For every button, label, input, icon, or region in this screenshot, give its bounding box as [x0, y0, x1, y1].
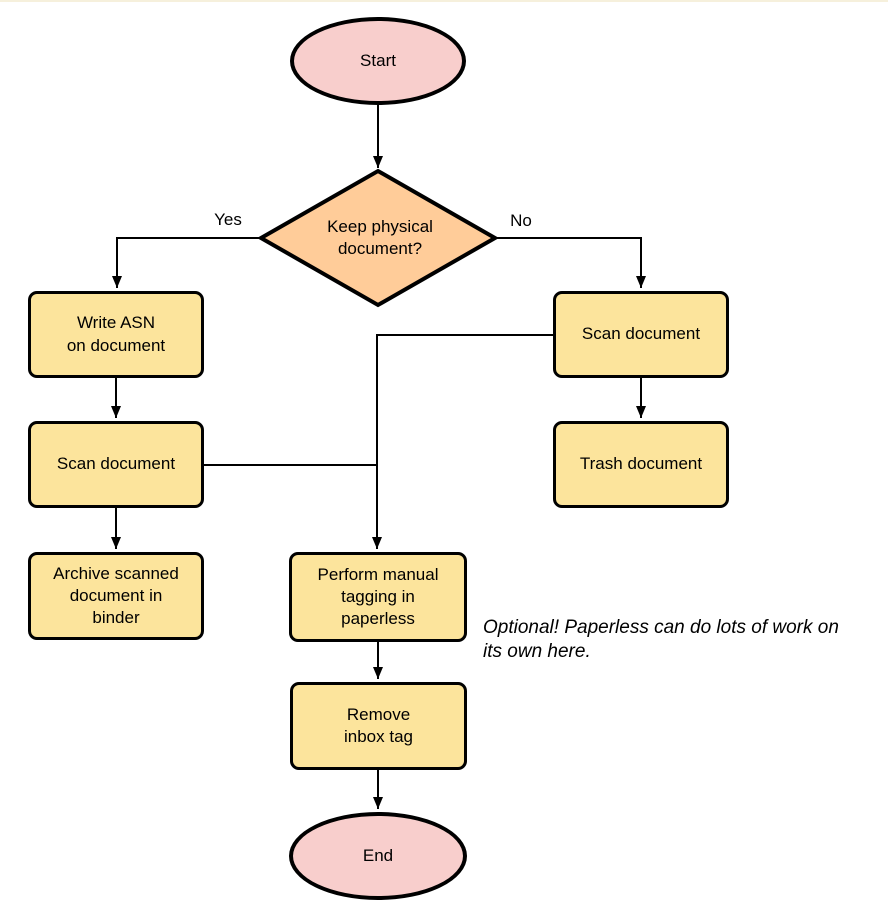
optional-note: Optional! Paperless can do lots of work … — [483, 616, 839, 663]
node-decision-label: Keep physical document? — [327, 216, 433, 258]
edge-decision-no-to-scan-right — [495, 237, 646, 288]
node-manual-tagging: Perform manual tagging in paperless — [289, 552, 467, 642]
node-start-label: Start — [360, 50, 396, 70]
node-scan-document-right: Scan document — [553, 291, 729, 378]
node-end: End — [289, 812, 467, 900]
node-trash-document-label: Trash document — [579, 454, 703, 474]
node-write-asn: Write ASN on document — [28, 291, 204, 378]
edge-label-yes: Yes — [214, 210, 242, 229]
node-scan-document-left-label: Scan document — [56, 454, 176, 474]
node-scan-document-left: Scan document — [28, 421, 204, 508]
node-write-asn-label: Write ASN on document — [66, 313, 166, 355]
node-start: Start — [290, 17, 466, 105]
node-end-label: End — [362, 845, 394, 865]
node-remove-inbox-tag-label: Remove inbox tag — [344, 704, 413, 746]
node-archive-binder-label: Archive scanned document in binder — [53, 563, 179, 628]
node-scan-document-right-label: Scan document — [581, 324, 701, 344]
edge-decision-yes-to-write-asn — [112, 237, 261, 288]
node-remove-inbox-tag: Remove inbox tag — [290, 682, 467, 770]
edge-label-no: No — [510, 211, 532, 230]
page-bottom-edge-line — [0, 0, 888, 2]
node-trash-document: Trash document — [553, 421, 729, 508]
decision-diamond-shape — [256, 168, 500, 308]
node-archive-binder: Archive scanned document in binder — [28, 552, 204, 640]
edge-scan-right-to-tagging — [372, 334, 553, 549]
node-manual-tagging-label: Perform manual tagging in paperless — [317, 564, 439, 629]
